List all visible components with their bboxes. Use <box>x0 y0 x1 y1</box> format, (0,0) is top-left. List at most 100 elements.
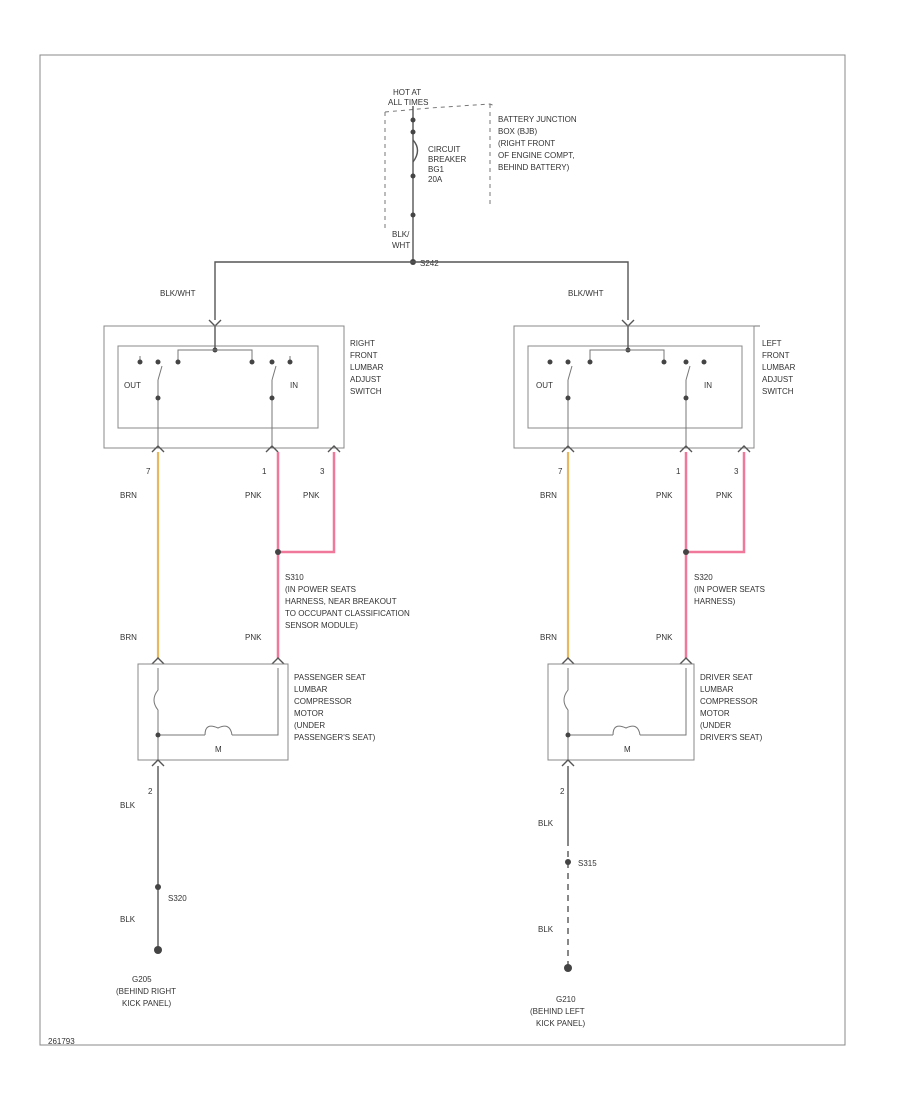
left-switch-label-3: ADJUST <box>762 375 793 384</box>
right-ground-wire-2: BLK <box>120 915 136 924</box>
right-motor-label-3: MOTOR <box>294 709 324 718</box>
right-wire-1: PNK <box>245 491 262 500</box>
right-lumbar-circuit: BLK/WHT RIGHT FRONT LUMBAR ADJUST SWITCH… <box>103 289 410 1008</box>
left-motor-symbol: M <box>624 745 631 754</box>
left-ground-splice: S315 <box>578 859 597 868</box>
right-splice-dot <box>275 549 281 555</box>
right-motor-icon <box>204 725 233 736</box>
right-feed-label: BLK/WHT <box>160 289 196 298</box>
left-ground-icon <box>564 964 572 972</box>
junction-label-1: BOX (BJB) <box>498 127 537 136</box>
right-switch-label-2: LUMBAR <box>350 363 384 372</box>
right-splice-label-3: TO OCCUPANT CLASSIFICATION <box>285 609 410 618</box>
right-motor-label-2: COMPRESSOR <box>294 697 352 706</box>
left-motor-label-4: (UNDER <box>700 721 731 730</box>
right-switch-label-3: ADJUST <box>350 375 381 384</box>
right-switch-label-0: RIGHT <box>350 339 375 348</box>
right-motor-label-5: PASSENGER'S SEAT) <box>294 733 376 742</box>
right-ground-splice: S320 <box>168 894 187 903</box>
right-motor-symbol: M <box>215 745 222 754</box>
left-ground-label-2: KICK PANEL) <box>536 1019 586 1028</box>
left-switch-label-2: LUMBAR <box>762 363 796 372</box>
left-in-label: IN <box>704 381 712 390</box>
right-wire-0: BRN <box>120 491 137 500</box>
right-ground-pin: 2 <box>148 787 153 796</box>
left-wire-0: BRN <box>540 491 557 500</box>
breaker-label-3: 20A <box>428 175 443 184</box>
right-pin-1: 1 <box>262 467 267 476</box>
right-splice-label-4: SENSOR MODULE) <box>285 621 358 630</box>
feed-wire-label-1: WHT <box>392 241 410 250</box>
right-ground-icon <box>154 946 162 954</box>
junction-label-4: BEHIND BATTERY) <box>498 163 570 172</box>
left-motor-label-2: COMPRESSOR <box>700 697 758 706</box>
diagram-frame <box>39 54 846 1046</box>
right-lumbar-switch <box>103 325 345 449</box>
breaker-label-1: BREAKER <box>428 155 466 164</box>
right-pin-0: 7 <box>146 467 151 476</box>
left-wire-1: PNK <box>656 491 673 500</box>
right-splice-label-2: HARNESS, NEAR BREAKOUT <box>285 597 397 606</box>
right-wire-2: PNK <box>303 491 320 500</box>
right-ground-label-1: (BEHIND RIGHT <box>116 987 176 996</box>
left-ground-wire-1: BLK <box>538 819 554 828</box>
left-splice-label-2: HARNESS) <box>694 597 736 606</box>
right-lumbar-motor <box>137 663 289 761</box>
left-lumbar-switch <box>513 325 755 449</box>
right-motor-label-4: (UNDER <box>294 721 325 730</box>
right-switch-label-4: SWITCH <box>350 387 382 396</box>
left-pin-0: 7 <box>558 467 563 476</box>
splice-label: S242 <box>420 259 439 268</box>
right-ground-label-0: G205 <box>132 975 152 984</box>
right-motor-wire-1: PNK <box>245 633 262 642</box>
right-splice-label-1: (IN POWER SEATS <box>285 585 356 594</box>
junction-label-3: OF ENGINE COMPT, <box>498 151 574 160</box>
left-lumbar-circuit: BLK/WHT LEFT FRONT LUMBAR ADJUST SWITCH … <box>513 289 796 1028</box>
left-out-label: OUT <box>536 381 553 390</box>
left-motor-label-3: MOTOR <box>700 709 730 718</box>
left-motor-wire-1: PNK <box>656 633 673 642</box>
left-pin-2: 3 <box>734 467 739 476</box>
left-motor-label-0: DRIVER SEAT <box>700 673 753 682</box>
right-switch-label-1: FRONT <box>350 351 378 360</box>
right-motor-label-1: LUMBAR <box>294 685 328 694</box>
right-motor-wire-0: BRN <box>120 633 137 642</box>
left-splice-dot <box>683 549 689 555</box>
left-lumbar-motor <box>547 663 695 761</box>
right-out-label: OUT <box>124 381 141 390</box>
left-pin-1: 1 <box>676 467 681 476</box>
left-ground-pin: 2 <box>560 787 565 796</box>
right-in-label: IN <box>290 381 298 390</box>
right-ground-label-2: KICK PANEL) <box>122 999 172 1008</box>
left-motor-label-1: LUMBAR <box>700 685 734 694</box>
left-ground-wire-2: BLK <box>538 925 554 934</box>
right-motor-label-0: PASSENGER SEAT <box>294 673 366 682</box>
left-switch-label-0: LEFT <box>762 339 782 348</box>
left-splice-label-0: S320 <box>694 573 713 582</box>
left-motor-icon <box>612 725 641 736</box>
left-motor-wire-0: BRN <box>540 633 557 642</box>
left-motor-label-5: DRIVER'S SEAT) <box>700 733 763 742</box>
right-pnk-wire-2 <box>278 452 336 554</box>
junction-label-2: (RIGHT FRONT <box>498 139 555 148</box>
left-switch-label-1: FRONT <box>762 351 790 360</box>
breaker-label-0: CIRCUIT <box>428 145 461 154</box>
power-source: HOT AT ALL TIMES CIRCUIT BREAKER BG1 20A… <box>214 88 629 320</box>
hot-when-label: ALL TIMES <box>388 98 428 107</box>
junction-label-0: BATTERY JUNCTION <box>498 115 577 124</box>
feed-wire-label-0: BLK/ <box>392 230 410 239</box>
right-splice-label-0: S310 <box>285 573 304 582</box>
left-splice-label-1: (IN POWER SEATS <box>694 585 765 594</box>
left-wire-2: PNK <box>716 491 733 500</box>
hot-at-label: HOT AT <box>393 88 421 97</box>
right-pin-2: 3 <box>320 467 325 476</box>
right-ground-wire-1: BLK <box>120 801 136 810</box>
figure-id: 261793 <box>48 1037 75 1046</box>
breaker-label-2: BG1 <box>428 165 445 174</box>
left-pnk-wire-2 <box>686 452 746 554</box>
left-ground-label-1: (BEHIND LEFT <box>530 1007 585 1016</box>
left-feed-label: BLK/WHT <box>568 289 604 298</box>
feed-bus-wire <box>214 261 629 320</box>
left-ground-label-0: G210 <box>556 995 576 1004</box>
